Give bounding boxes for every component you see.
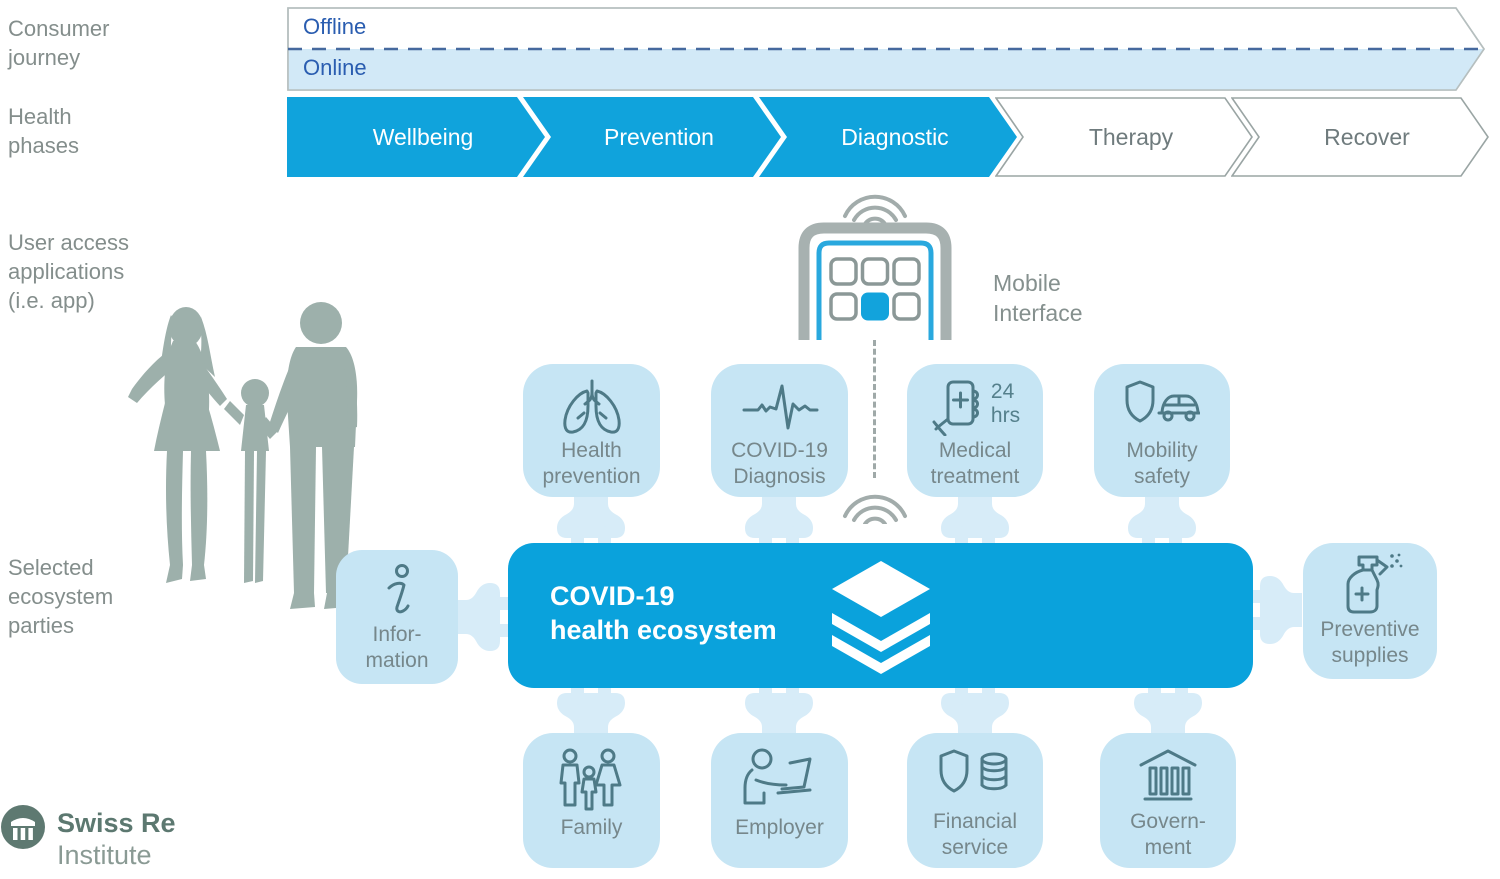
ecosystem-box: COVID-19 health ecosystem bbox=[508, 543, 1253, 688]
node-mobility-safety: Mobility safety bbox=[1094, 364, 1230, 497]
shield-database-icon bbox=[939, 749, 1008, 793]
online-label: Online bbox=[303, 55, 367, 80]
node-health-prevention: Health prevention bbox=[523, 364, 660, 497]
mobile-interface-label: Mobile Interface bbox=[993, 270, 1083, 326]
family-icon bbox=[559, 748, 621, 811]
logo-institute-text: Institute bbox=[57, 840, 152, 870]
node-label: Preventive supplies bbox=[1320, 618, 1420, 667]
node-label: Infor- mation bbox=[365, 623, 429, 672]
consumer-journey-label: Consumer journey bbox=[8, 16, 110, 70]
health-phases-label: Health phases bbox=[8, 104, 79, 158]
node-preventive-supplies: Preventive supplies bbox=[1303, 543, 1437, 679]
employer-icon bbox=[743, 748, 811, 805]
node-information: Infor- mation bbox=[336, 550, 458, 684]
ecosystem-title: COVID-19 health ecosystem bbox=[550, 581, 777, 645]
node-government: Govern- ment bbox=[1100, 733, 1236, 868]
ecosystem-parties-label: Selected ecosystem parties bbox=[8, 555, 114, 638]
telemedicine-icon bbox=[932, 380, 979, 436]
node-financial-service: Financial service bbox=[907, 733, 1043, 868]
info-icon bbox=[387, 564, 410, 614]
phase-diagnostic: Diagnostic bbox=[759, 97, 1017, 177]
phase-label: Therapy bbox=[1088, 123, 1174, 150]
node-label: Govern- ment bbox=[1130, 810, 1206, 859]
phase-wellbeing: Wellbeing bbox=[287, 97, 545, 177]
node-label: Family bbox=[560, 816, 623, 839]
node-label: Financial service bbox=[932, 810, 1018, 859]
consumer-journey-bar bbox=[287, 7, 1485, 91]
wifi-signal-icon bbox=[843, 494, 907, 524]
phase-label: Wellbeing bbox=[372, 123, 474, 150]
phase-label: Recover bbox=[1324, 123, 1410, 150]
node-medical-treatment: 24 hrs Medical treatment bbox=[907, 364, 1043, 497]
mobile-phone-icon bbox=[798, 222, 952, 340]
phase-label: Diagnostic bbox=[841, 123, 949, 150]
user-access-label: User access applications (i.e. app) bbox=[8, 230, 130, 313]
wifi-signal-icon bbox=[843, 194, 907, 224]
phone-connection-dashed-line bbox=[873, 340, 876, 478]
24hrs-badge: 24 hrs bbox=[990, 380, 1021, 427]
phase-recover: Recover bbox=[1231, 97, 1489, 177]
layers-icon bbox=[832, 561, 930, 674]
active-app-tile bbox=[861, 292, 889, 321]
node-covid-diagnosis: COVID-19 Diagnosis bbox=[711, 364, 848, 497]
node-label: Medical treatment bbox=[930, 439, 1020, 488]
swissre-logo-icon bbox=[1, 805, 45, 849]
phase-prevention: Prevention bbox=[523, 97, 781, 177]
node-employer: Employer bbox=[711, 733, 848, 868]
phase-label: Prevention bbox=[604, 123, 714, 150]
shield-car-icon bbox=[1125, 380, 1200, 423]
government-icon bbox=[1139, 749, 1197, 801]
node-label: Health prevention bbox=[542, 439, 641, 488]
node-label: Mobility safety bbox=[1126, 439, 1198, 488]
node-family: Family bbox=[523, 733, 660, 868]
spray-bottle-icon bbox=[1346, 553, 1403, 614]
logo-brand-text: Swiss Re bbox=[57, 808, 176, 838]
lungs-icon bbox=[562, 379, 621, 434]
phase-therapy: Therapy bbox=[995, 97, 1253, 177]
node-label: COVID-19 Diagnosis bbox=[731, 439, 828, 488]
ecg-icon bbox=[742, 384, 818, 430]
node-label: Employer bbox=[735, 816, 824, 839]
offline-label: Offline bbox=[303, 14, 367, 39]
